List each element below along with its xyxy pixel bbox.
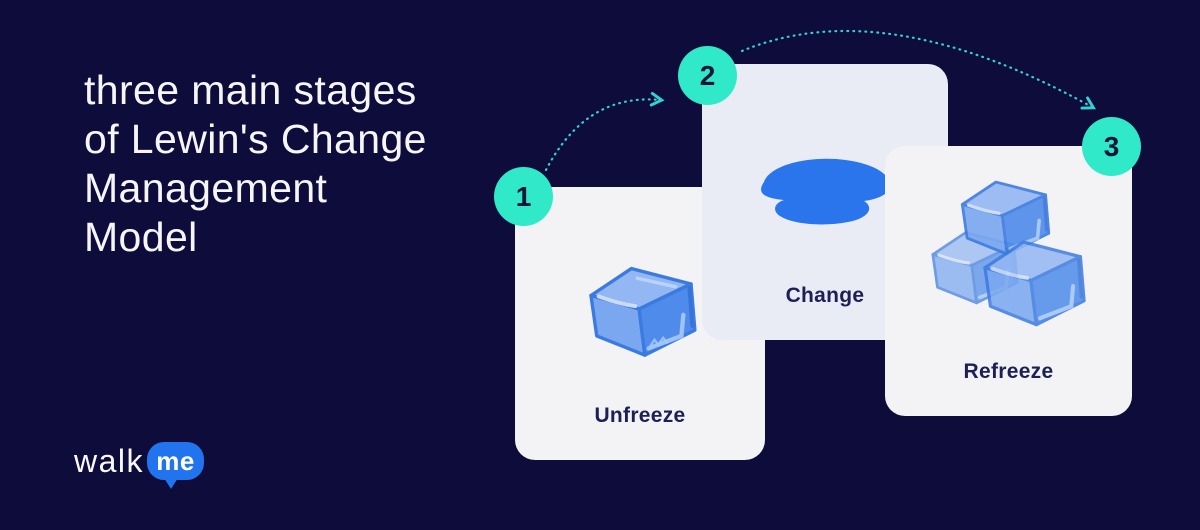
stage-number-badge-3: 3 [1082,117,1141,176]
title-line-1: three main stages [84,67,417,113]
stage-card-refreeze: Refreeze [885,146,1132,416]
walkme-logo-walk-text: walk [74,442,145,479]
walkme-logo: walk me [74,442,205,489]
stage-label-refreeze: Refreeze [963,360,1054,383]
stage-number-badge-2: 2 [678,46,737,105]
arrow-stage1-to-stage2 [544,91,665,172]
title-line-3: Management [84,165,328,211]
title-line-4: Model [84,214,198,260]
page-title: three main stages of Lewin's Change Mana… [84,66,427,262]
stage-label-unfreeze: Unfreeze [594,404,686,427]
stage-number-badge-1: 1 [494,167,553,226]
walkme-logo-speech-bubble: me [147,442,205,489]
title-line-2: of Lewin's Change [84,116,427,162]
ice-cube-icon [589,266,697,357]
stage-label-change: Change [785,284,865,307]
melted-ice-puddle-icon [761,158,891,225]
walkme-logo-me-text: me [156,445,195,476]
ice-cubes-stack-icon [931,180,1091,334]
